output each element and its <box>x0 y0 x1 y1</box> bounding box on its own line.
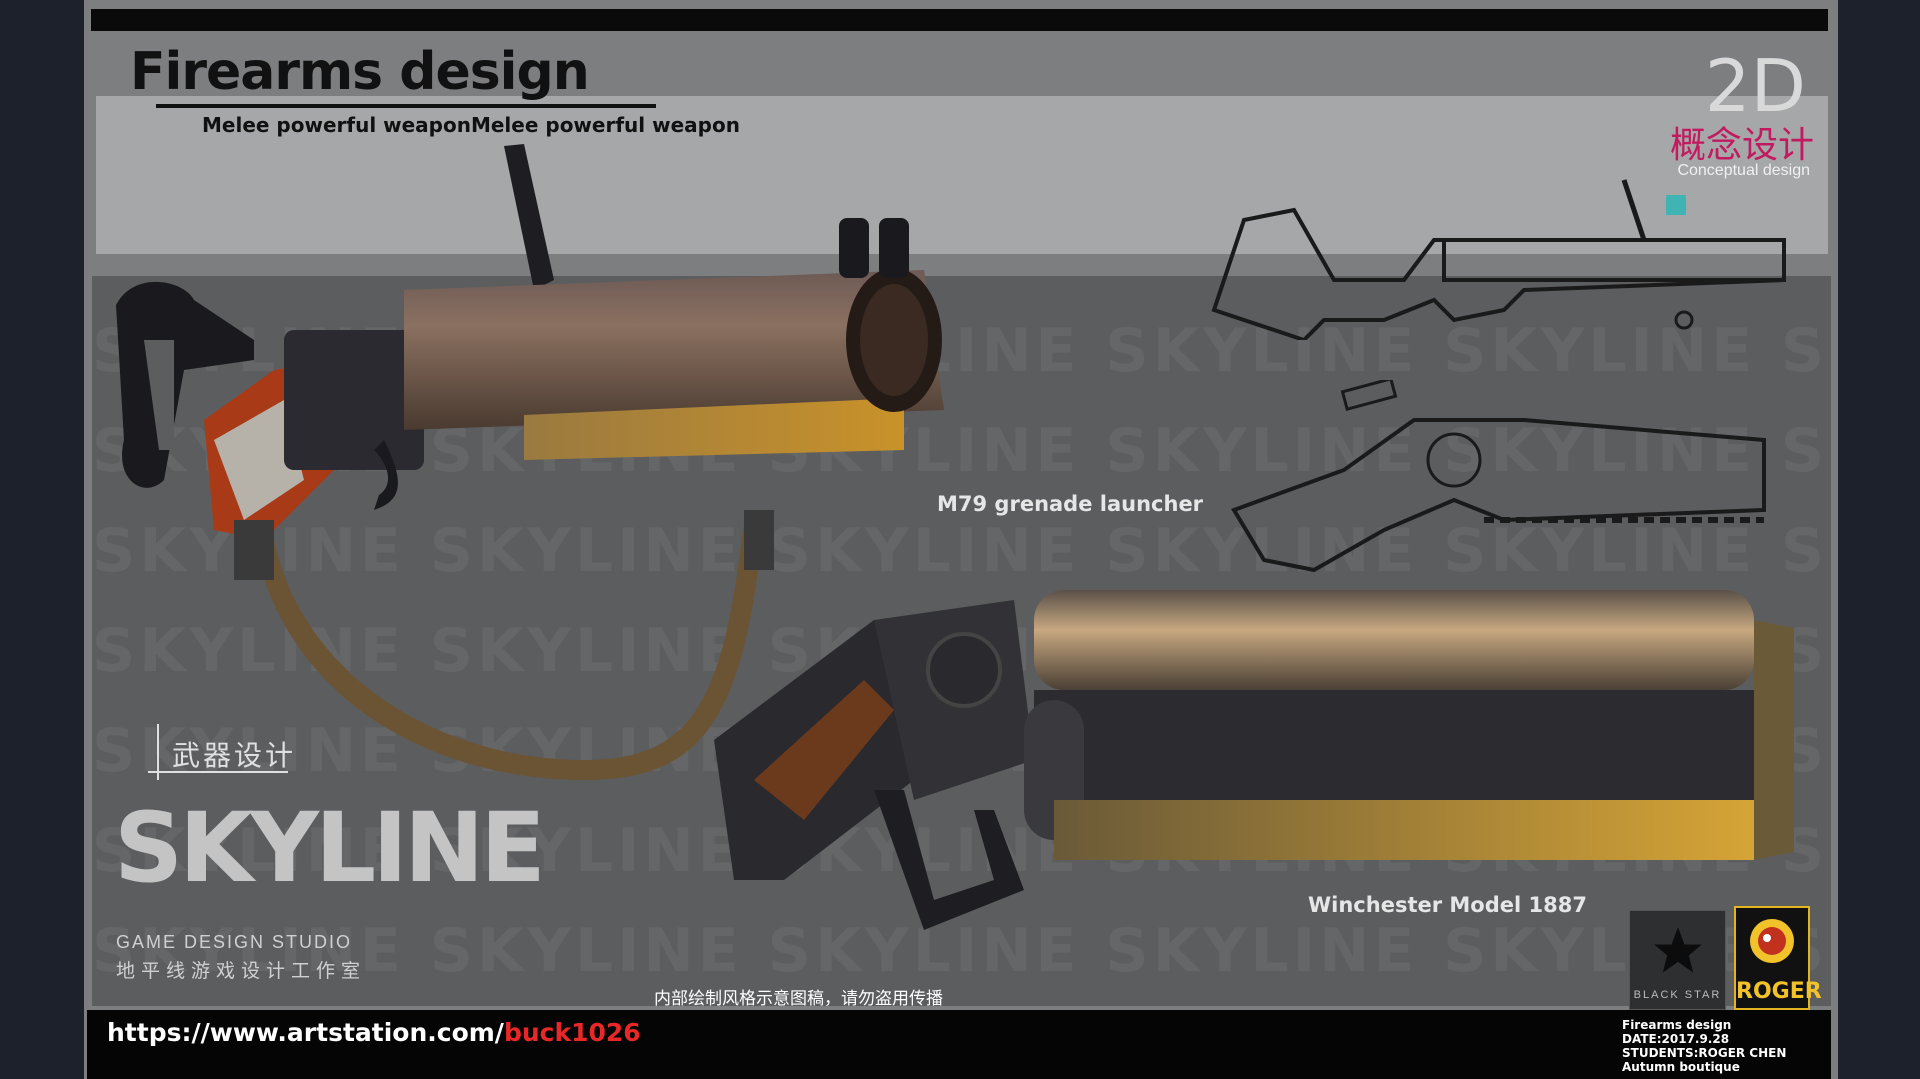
credits-block: Firearms design DATE:2017.9.28 STUDENTS:… <box>1622 1018 1786 1074</box>
footer-bar: https://www.artstation.com/buck1026 Fire… <box>87 1010 1831 1079</box>
studio-cn-title: 武器设计 <box>172 740 297 771</box>
studio-wordmark: SKYLINE <box>114 792 546 904</box>
url-prefix: https://www.artstation.com/ <box>107 1018 504 1047</box>
credit-line: Firearms design <box>1622 1018 1732 1032</box>
skull-gear-icon <box>1750 919 1794 963</box>
tag-concept-cn: 概念设计 <box>1669 124 1814 165</box>
tag-concept-en: Conceptual design <box>1677 162 1810 179</box>
teal-square-icon <box>1666 195 1686 215</box>
url-user: buck1026 <box>503 1018 641 1047</box>
studio-bracket-icon <box>148 724 288 780</box>
tag-2d: 2D <box>1704 44 1806 128</box>
chainsaw-shotgun-sketch <box>1231 380 1766 573</box>
header-panel <box>96 96 1828 254</box>
black-star-text: BLACK STAR <box>1633 989 1722 1001</box>
top-bar <box>91 9 1828 31</box>
grenade-launcher-sketch <box>1211 179 1786 340</box>
page-title: Firearms design <box>130 42 590 102</box>
black-star-logo: BLACK STAR <box>1629 910 1726 1010</box>
copyright-notice: 内部绘制风格示意图稿，请勿盗用传播 <box>654 989 943 1008</box>
winchester-1887-illustration <box>714 590 1794 930</box>
page-subtitle: Melee powerful weaponMelee powerful weap… <box>202 113 740 137</box>
studio-logo: 武器设计 SKYLINE GAME DESIGN STUDIO 地平线游戏设计工… <box>108 720 546 990</box>
title-underline <box>156 104 656 108</box>
watermark: SKYLINE SKYLINE SKYLINE SKYLINE SKYLINE … <box>92 916 1831 986</box>
watermark: SKYLINE SKYLINE SKYLINE SKYLINE SKYLINE … <box>92 516 1831 586</box>
winchester-label: Winchester Model 1887 <box>1308 893 1587 917</box>
star-icon <box>1654 927 1702 973</box>
roger-text: ROGER <box>1736 979 1822 1004</box>
artstation-link[interactable]: https://www.artstation.com/buck1026 <box>107 1018 641 1047</box>
m79-grenade-launcher-illustration <box>116 144 944 780</box>
credit-line: DATE:2017.9.28 <box>1622 1032 1730 1046</box>
m79-label: M79 grenade launcher <box>937 492 1204 516</box>
studio-english-name: GAME DESIGN STUDIO <box>116 932 353 952</box>
studio-chinese-name: 地平线游戏设计工作室 <box>116 961 367 982</box>
concept-board: SKYLINE SKYLINE SKYLINE SKYLINE SKYLINE … <box>84 0 1838 1079</box>
roger-logo: ROGER <box>1734 906 1822 1010</box>
credit-line: Autumn boutique <box>1622 1060 1740 1074</box>
credit-line: STUDENTS:ROGER CHEN <box>1622 1046 1787 1060</box>
